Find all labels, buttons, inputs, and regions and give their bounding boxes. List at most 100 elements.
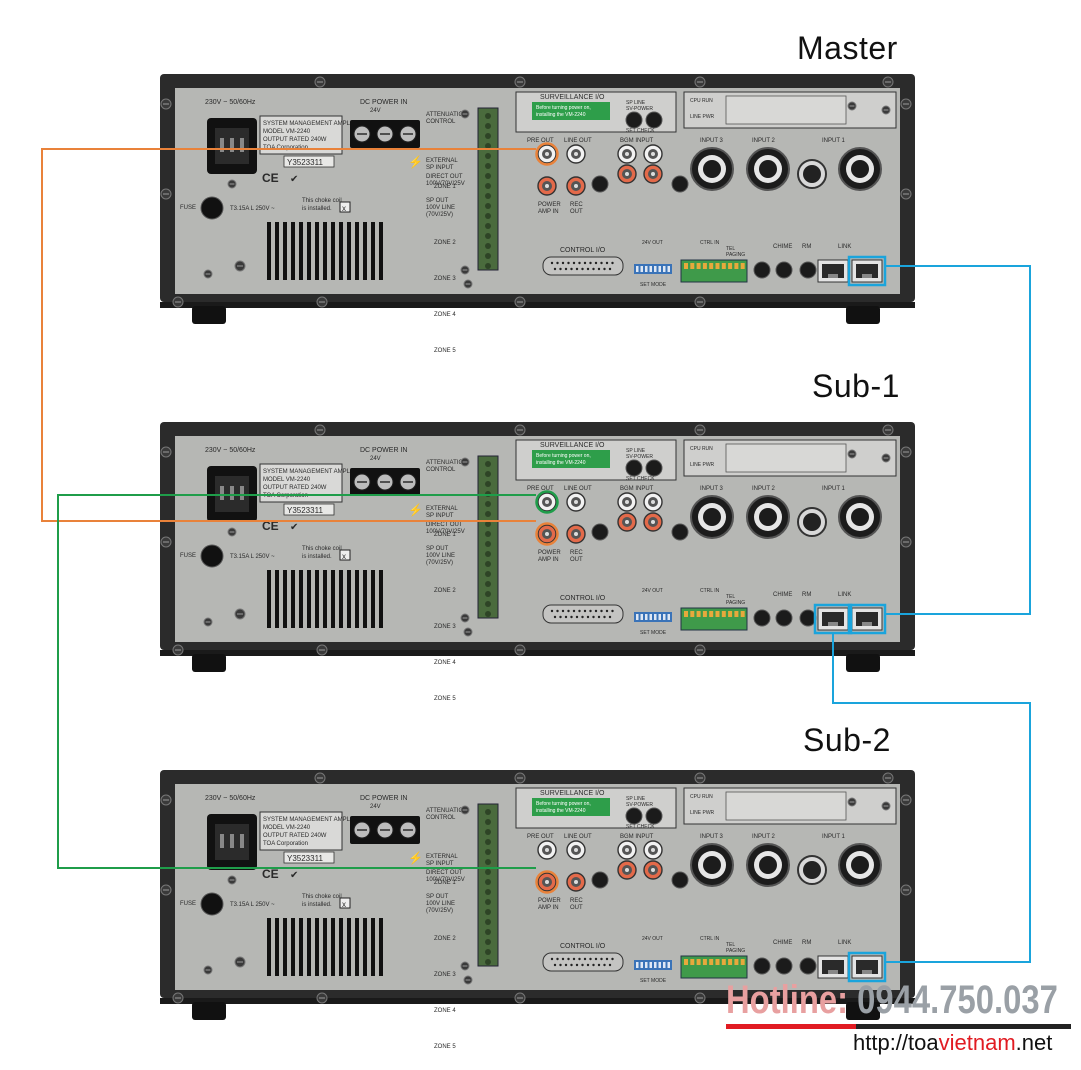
dsub-pin (608, 615, 612, 619)
direct-out-label: 100V/70V/25V (426, 181, 465, 187)
dsub-pin (589, 261, 592, 265)
dsub-pin (550, 609, 554, 613)
vent-slot (275, 222, 279, 280)
dsub-pin (603, 963, 606, 967)
choke-note: is installed. (302, 554, 332, 560)
terminal-hole (485, 481, 491, 487)
knob-icon (671, 871, 689, 889)
rca-jack-pin (651, 868, 655, 872)
dc-power-label: DC POWER IN (360, 99, 407, 106)
xlr-jack-core (703, 508, 721, 526)
choke-note: This choke coil (302, 198, 342, 204)
highlight-master-preout (535, 142, 559, 166)
vent-slot (371, 222, 375, 280)
rca-jack-pin (651, 152, 655, 156)
highlight-master-link (847, 255, 887, 287)
rj45-port-hole (822, 612, 844, 626)
dsub-pin (600, 261, 603, 265)
choke-mark: x (342, 900, 346, 909)
dsub-pin (583, 957, 587, 961)
control-terminal-screw (709, 263, 714, 269)
control-terminal-screw (702, 959, 707, 965)
control-terminal-screw (715, 263, 720, 269)
dip-switch-lever (649, 962, 652, 968)
dsub-connector-icon (542, 952, 624, 972)
website-url[interactable]: http://toavietnam.net (853, 1030, 1052, 1056)
rec-out-label: OUT (570, 905, 583, 911)
rca-jack-pin (545, 880, 549, 884)
sp-line-label: SP LINE (626, 100, 646, 106)
terminal-hole (485, 153, 491, 159)
power-rating-label: 230V ~ 50/60Hz (205, 447, 256, 454)
vent-slot (283, 918, 287, 976)
rj45-port-hole (822, 264, 844, 278)
terminal-hole (485, 859, 491, 865)
control-terminal-screw (740, 263, 745, 269)
zone-label: ZONE 1 (434, 532, 456, 538)
dsub-pin (597, 267, 601, 271)
dsub-pin (605, 609, 609, 613)
dsub-pin (570, 615, 573, 619)
din-jack-core (803, 165, 821, 183)
vent-slot (315, 222, 319, 280)
dsub-pin (605, 261, 609, 265)
knob-icon (753, 957, 771, 975)
chassis-bottom (160, 650, 915, 656)
compliance-icon: ✔ (290, 522, 298, 533)
expansion-cover (725, 791, 847, 821)
rec-out-label: REC (570, 550, 583, 556)
control-terminal-screw (734, 959, 739, 965)
dip-switch-lever (663, 614, 666, 620)
expansion-cover (725, 443, 847, 473)
terminal-hole (485, 611, 491, 617)
din-jack-core (803, 513, 821, 531)
power-amp-in-label: AMP IN (538, 557, 559, 563)
fuse-rating-label: T3.15A L 250V ~ (230, 206, 275, 212)
zone-label: ZONE 5 (434, 696, 456, 702)
ac-pin (240, 486, 244, 500)
fuse-rating-label: T3.15A L 250V ~ (230, 902, 275, 908)
terminal-hole (485, 959, 491, 965)
dsub-pin (583, 609, 587, 613)
set-mode-label: SET MODE (640, 978, 667, 984)
dip-switch-lever (658, 962, 661, 968)
cpu-run-label: LINE PWR (690, 810, 715, 816)
terminal-hole (485, 581, 491, 587)
control-terminal-screw (690, 263, 695, 269)
vent-slot (291, 918, 295, 976)
line-out-label: LINE OUT (564, 486, 592, 492)
dip-switch-lever (667, 614, 670, 620)
rm-label: RM (802, 940, 811, 946)
model-label-text: SYSTEM MANAGEMENT AMPLIFIER (263, 469, 366, 475)
choke-symbol (339, 549, 351, 561)
vent-slot (307, 570, 311, 628)
external-sp-label: EXTERNAL (426, 506, 458, 512)
control-terminal-screw (740, 611, 745, 617)
direct-out-label: 100V/70V/25V (426, 877, 465, 883)
control-terminal-screw (721, 959, 726, 965)
attenuation-label: CONTROL (426, 119, 456, 125)
terminal-hole (485, 193, 491, 199)
dip-switch-lever (654, 614, 657, 620)
dip-switch-lever (636, 962, 639, 968)
dip-switch-lever (640, 614, 643, 620)
dsub-pin (594, 957, 598, 961)
power-amp-in-label: POWER (538, 202, 561, 208)
input1-label: INPUT 1 (822, 138, 846, 144)
rca-jack-pin (625, 868, 629, 872)
rj45-port-hole (822, 960, 844, 974)
cpu-run-label: CPU RUN (690, 446, 713, 452)
tel-paging-label: TEL (726, 942, 735, 948)
terminal-hole (485, 829, 491, 835)
model-label-box (259, 811, 343, 851)
rm-label: RM (802, 592, 811, 598)
surveillance-warning-card (532, 450, 610, 468)
dsub-pin (586, 615, 590, 619)
terminal-hole (485, 213, 491, 219)
dsub-pin (575, 963, 579, 967)
dsub-connector-icon (542, 604, 624, 624)
dsub-pin (572, 261, 576, 265)
terminal-hole (485, 601, 491, 607)
chassis-bottom (160, 302, 915, 308)
